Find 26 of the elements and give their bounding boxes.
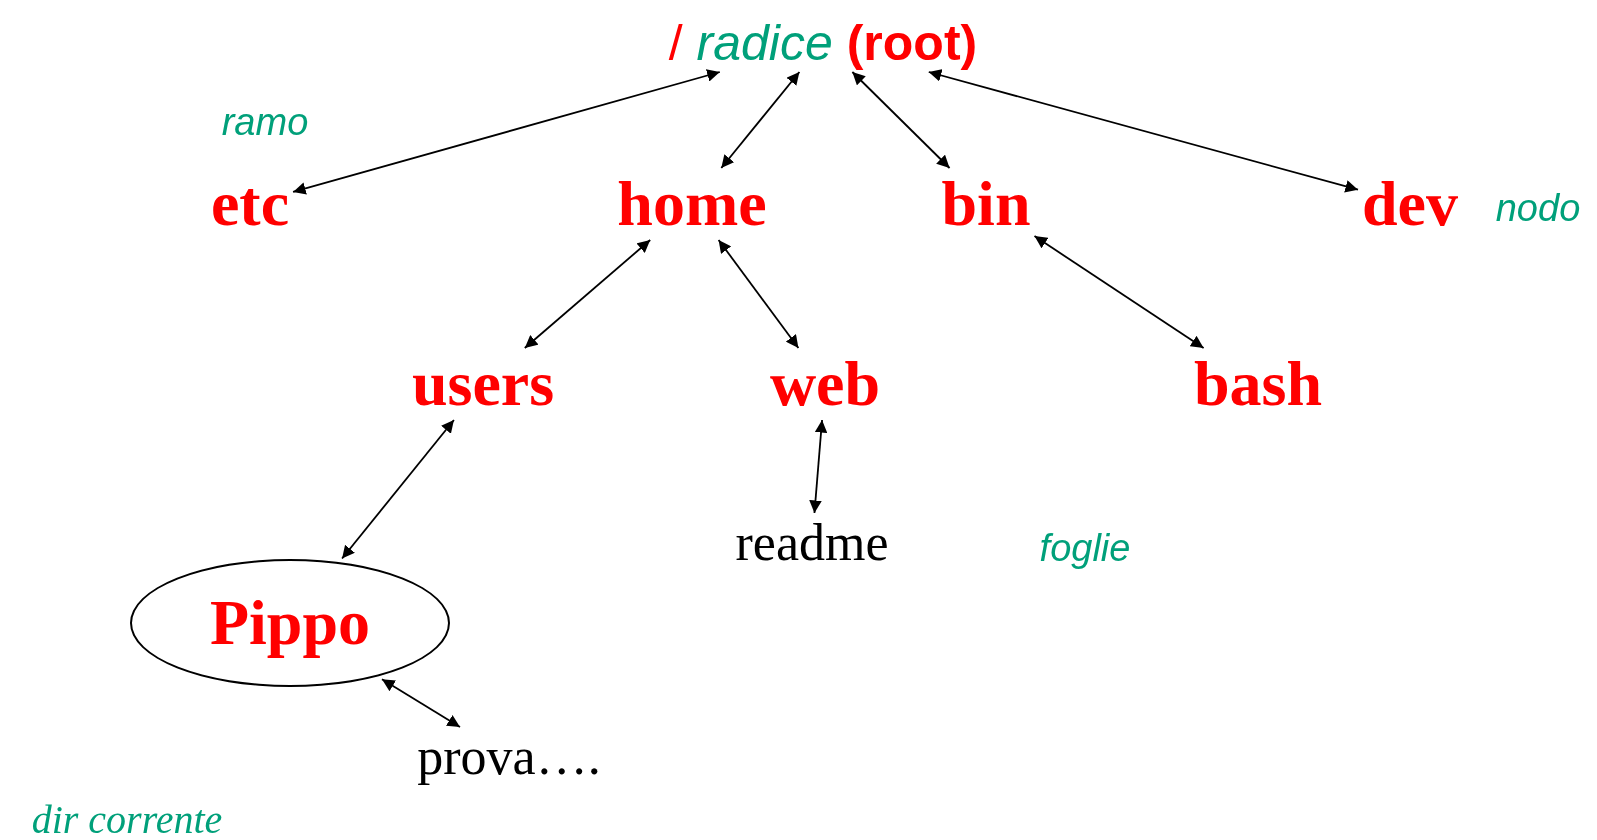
double-arrow — [717, 239, 800, 349]
directory-label: Pippo — [209, 586, 371, 660]
directory-label: users — [411, 352, 555, 416]
directory-label: home — [617, 172, 767, 236]
double-arrow — [523, 239, 652, 349]
directory-label: bash — [1193, 352, 1323, 416]
directory-label: web — [769, 352, 881, 416]
file-label: prova…. — [417, 731, 601, 783]
double-arrow — [809, 419, 828, 514]
double-arrow — [292, 69, 721, 195]
file-label: readme — [735, 517, 889, 569]
annotation-label: dir corrente — [31, 800, 223, 840]
annotation-label: ramo — [221, 103, 309, 141]
annotation-label: foglie — [1039, 529, 1131, 567]
directory-label: dev — [1362, 172, 1458, 236]
current-directory-ellipse — [130, 559, 450, 687]
root-label: / radice (root) — [668, 18, 978, 68]
double-arrow — [927, 69, 1359, 193]
directory-label: etc — [210, 172, 290, 236]
directory-label: bin — [941, 172, 1031, 236]
double-arrow — [341, 419, 455, 560]
double-arrow — [720, 71, 801, 169]
double-arrow — [381, 678, 461, 728]
annotation-label: nodo — [1495, 189, 1581, 227]
double-arrow — [1033, 235, 1205, 349]
double-arrow — [851, 71, 951, 169]
